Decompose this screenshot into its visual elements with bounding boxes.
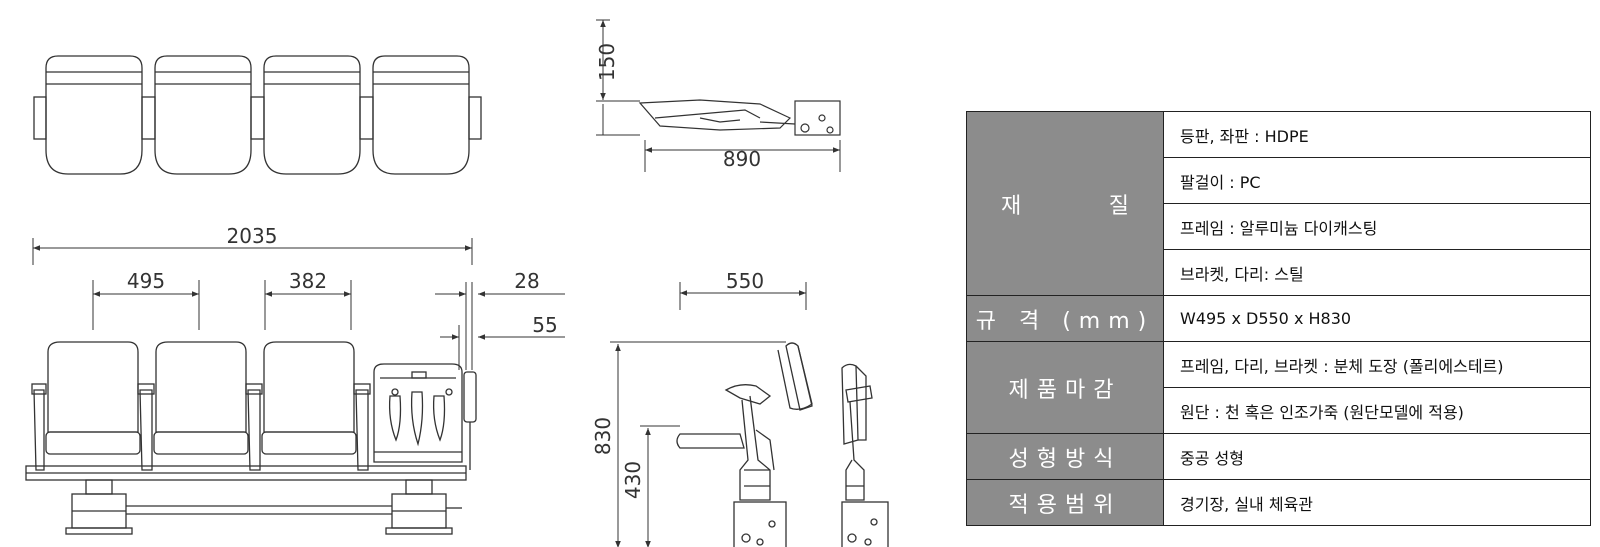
spec-row-material: 프레임 : 알루미늄 다이캐스팅 <box>967 203 1591 250</box>
front-view-seats <box>25 341 477 535</box>
top-view-seats <box>33 55 482 175</box>
spec-cat-finish: 제품마감 <box>966 341 1164 434</box>
side-view-open <box>676 342 813 547</box>
dim-label-overall-height: 830 <box>591 417 615 455</box>
dim-label-arm-width: 28 <box>514 269 539 293</box>
top-view-seat <box>372 55 470 175</box>
spec-value: 팔걸이 : PC <box>1163 157 1591 204</box>
spec-cat-material-right: 질 <box>1108 193 1129 219</box>
spec-value: 경기장, 실내 체육관 <box>1163 479 1591 526</box>
front-view-seat <box>153 341 249 455</box>
spec-cat-usage: 적용범위 <box>966 479 1164 526</box>
spec-row-finish: 원단 : 천 혹은 인조가죽 (원단모델에 적용) <box>967 387 1591 434</box>
spec-value: 등판, 좌판 : HDPE <box>1163 111 1591 158</box>
spec-value: 원단 : 천 혹은 인조가죽 (원단모델에 적용) <box>1163 387 1591 434</box>
spec-value: 프레임 : 알루미늄 다이캐스팅 <box>1163 203 1591 250</box>
spec-value: 중공 성형 <box>1163 433 1591 480</box>
dim-side-lines <box>610 282 807 547</box>
front-view-seat <box>45 341 141 455</box>
spec-table: 재 질 등판, 좌판 : HDPE 팔걸이 : PC 프레임 : 알루미늄 다이… <box>966 111 1591 526</box>
spec-row-material: 팔걸이 : PC <box>967 157 1591 204</box>
spec-cat-size: 규 격 (mm) <box>966 295 1164 342</box>
spec-row-usage: 적용범위 경기장, 실내 체육관 <box>966 479 1591 526</box>
dim-label-arm-offset: 55 <box>532 313 557 337</box>
spec-cat-molding: 성형방식 <box>966 433 1164 480</box>
dim-label-seat-width: 495 <box>127 269 165 293</box>
spec-row-material: 재 질 등판, 좌판 : HDPE <box>966 111 1591 296</box>
side-view-folded <box>638 99 841 136</box>
spec-cat-material-left: 재 <box>1001 193 1022 219</box>
dim-label-depth: 550 <box>726 269 764 293</box>
spec-cat-material: 재 질 <box>966 111 1164 296</box>
top-view-seat <box>45 55 143 175</box>
spec-value: W495 x D550 x H830 <box>1163 295 1591 342</box>
spec-value: 브라켓, 다리: 스틸 <box>1163 249 1591 296</box>
front-view-armrests <box>31 371 477 471</box>
technical-drawing: 150 890 2035 495 382 28 55 <box>25 19 889 547</box>
top-view-seat <box>154 55 252 175</box>
front-view-legs <box>65 479 462 535</box>
dim-label-seat-gap: 382 <box>289 269 327 293</box>
front-view-seat <box>261 341 357 455</box>
front-view-seat-folded <box>373 363 463 463</box>
dim-front-lines <box>32 238 565 370</box>
dim-label-seat-height: 430 <box>621 461 645 499</box>
spec-row-finish: 제품마감 프레임, 다리, 브라켓 : 분체 도장 (폴리에스테르) <box>966 341 1591 434</box>
side-view-closed <box>841 363 889 547</box>
top-view-seat <box>263 55 361 175</box>
dim-label-total-width: 2035 <box>227 224 278 248</box>
spec-row-molding: 성형방식 중공 성형 <box>966 433 1591 480</box>
spec-value: 프레임, 다리, 브라켓 : 분체 도장 (폴리에스테르) <box>1163 341 1591 388</box>
dim-label-side-height: 150 <box>595 43 619 81</box>
dim-side-height <box>596 19 841 172</box>
spec-row-size: 규 격 (mm) W495 x D550 x H830 <box>966 295 1591 342</box>
dim-label-side-depth: 890 <box>723 147 761 171</box>
